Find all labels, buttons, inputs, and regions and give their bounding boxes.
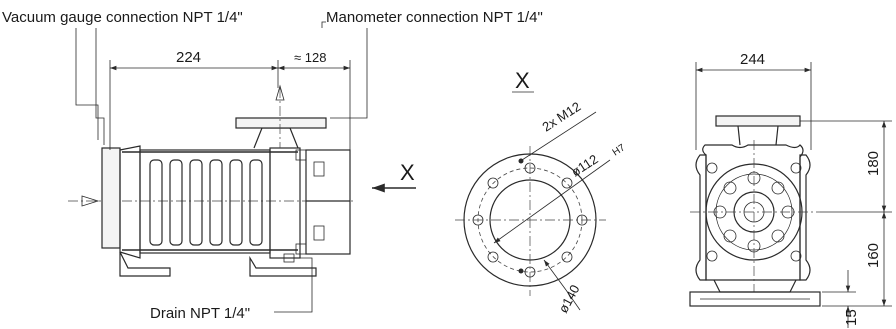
manometer-callout: Manometer connection NPT 1/4" (326, 9, 543, 26)
dim-length: 224 (176, 49, 201, 66)
flange-view-title: X (515, 68, 530, 93)
bolts-spec: 2x M12 (539, 99, 583, 135)
end-view (689, 115, 821, 307)
view-arrow-x: X (372, 160, 416, 193)
dim-foot: 15 (843, 309, 860, 326)
inlet-arrow-icon (81, 195, 100, 207)
end-view-bolts (706, 162, 802, 262)
flange-bolt-holes (472, 158, 588, 278)
flange-view: X 2x M12 ø112 H7 ø140 (455, 68, 628, 315)
drain-callout: Drain NPT 1/4" (150, 305, 250, 322)
bore-dim: ø112 (568, 151, 600, 179)
end-view-dimensions: 244 180 160 15 (695, 51, 892, 328)
dim-upper-height: 180 (865, 151, 882, 176)
view-arrow-label: X (400, 160, 415, 185)
side-view-dimensions: 224 ≈ 128 (109, 49, 351, 150)
stage-ribs (149, 159, 263, 246)
dim-lower-height: 160 (865, 243, 882, 268)
dim-offset: ≈ 128 (294, 50, 326, 65)
dim-width: 244 (740, 51, 765, 68)
vacuum-gauge-callout: Vacuum gauge connection NPT 1/4" (2, 9, 243, 26)
pitch-circle-dim: ø140 (555, 282, 582, 315)
pump-side-view (68, 84, 355, 277)
outlet-arrow-icon (275, 84, 285, 101)
leader-lines (75, 21, 368, 313)
bore-tolerance: H7 (611, 142, 628, 158)
